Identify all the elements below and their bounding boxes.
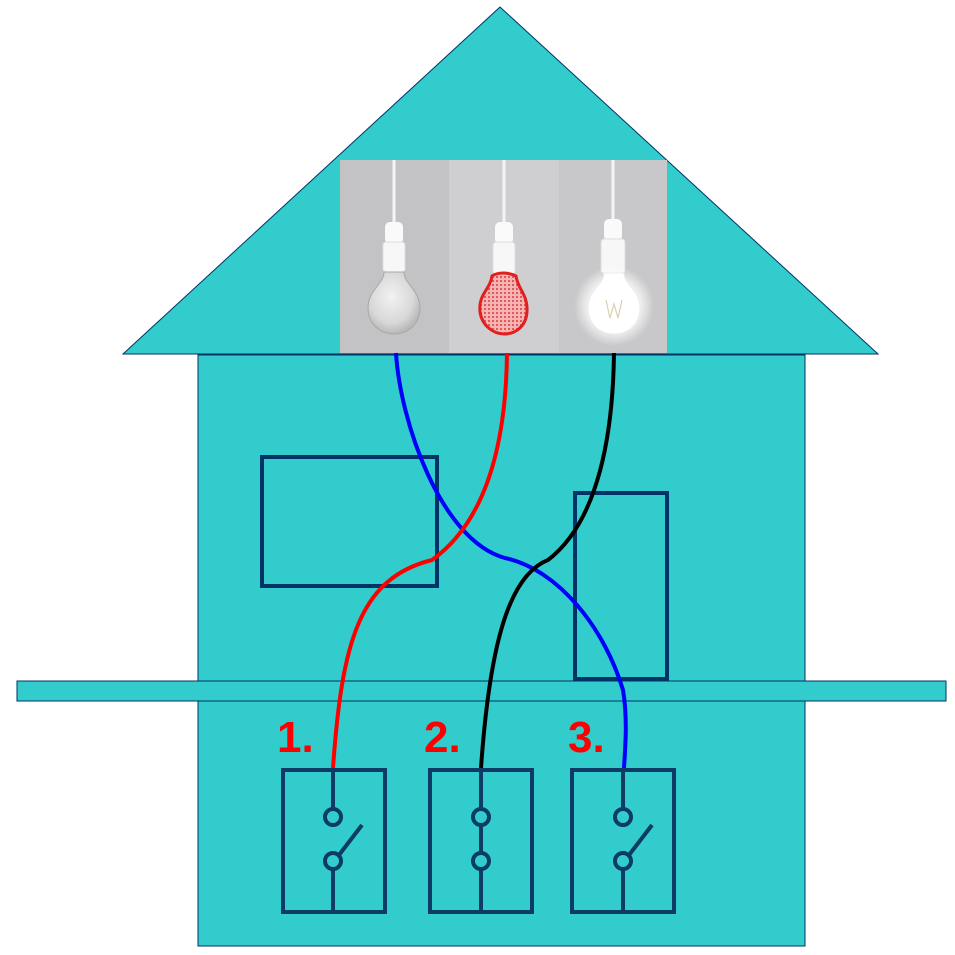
- switch-closed-icon: [428, 768, 534, 914]
- wire-black: [479, 352, 616, 769]
- wire-blue: [394, 352, 628, 769]
- bulb-red-icon: [478, 160, 529, 336]
- switch-label-1: 1.: [277, 713, 314, 762]
- house-body: [197, 354, 806, 947]
- window-left: [260, 455, 439, 588]
- switch-open-icon: [570, 768, 676, 914]
- wire-red: [331, 352, 509, 769]
- bulb-lit-icon: [574, 160, 654, 346]
- floor-divider: [16, 680, 947, 702]
- switch-open-icon: [281, 768, 387, 914]
- bulb-off-icon: [367, 160, 421, 335]
- switch-label-2: 2.: [424, 713, 461, 762]
- switch-label-3: 3.: [568, 713, 605, 762]
- bulb-photo: [340, 160, 667, 353]
